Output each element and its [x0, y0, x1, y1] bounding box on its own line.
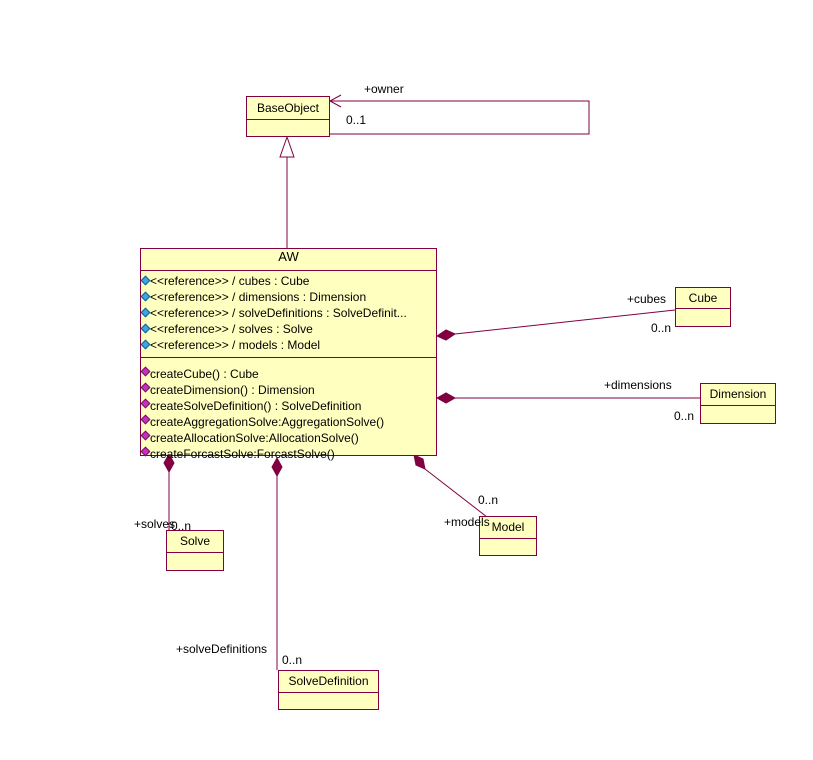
class-model-name: Model [480, 517, 536, 539]
aw-attribute: <<reference>> / models : Model [141, 337, 436, 353]
class-cube-name: Cube [676, 288, 730, 309]
models-composition-diamond [413, 454, 426, 470]
solves-multiplicity-label: 0..n [171, 519, 192, 533]
class-dimension-name: Dimension [701, 384, 775, 406]
cubes-association-line [454, 309, 676, 335]
aw-operation: createAllocationSolve:AllocationSolve() [141, 430, 436, 446]
class-solve-attributes [167, 553, 223, 561]
class-cube-attributes [676, 309, 730, 317]
aw-attribute: <<reference>> / dimensions : Dimension [141, 289, 436, 305]
aw-attribute: <<reference>> / cubes : Cube [141, 273, 436, 289]
owner-self-association-line [330, 100, 590, 135]
class-solve-definition[interactable]: SolveDefinition [278, 670, 379, 710]
cubes-role-label: +cubes [627, 292, 667, 306]
class-solve[interactable]: Solve [166, 530, 224, 571]
class-solve-definition-attributes [279, 693, 378, 701]
aw-operation: createForcastSolve:ForcastSolve() [141, 446, 436, 462]
dimensions-role-label: +dimensions [604, 378, 672, 392]
class-aw-attributes: <<reference>> / cubes : Cube <<reference… [141, 271, 436, 358]
solve-definitions-role-label: +solveDefinitions [176, 642, 268, 656]
dimensions-composition-diamond [435, 392, 457, 404]
cubes-multiplicity-label: 0..n [651, 321, 672, 335]
aw-attribute: <<reference>> / solveDefinitions : Solve… [141, 305, 436, 321]
class-dimension-attributes [701, 406, 775, 414]
models-multiplicity-label: 0..n [478, 493, 499, 507]
solves-role-label: +solves [134, 517, 176, 531]
class-model[interactable]: Model [479, 516, 537, 556]
aw-operation: createDimension() : Dimension [141, 382, 436, 398]
class-dimension[interactable]: Dimension [700, 383, 776, 424]
dimensions-multiplicity-label: 0..n [674, 409, 695, 423]
class-aw-name: AW [141, 249, 436, 271]
aw-operation: createAggregationSolve:AggregationSolve(… [141, 414, 436, 430]
models-association-line [424, 468, 488, 518]
owner-multiplicity-label: 0..1 [346, 113, 367, 127]
generalization-triangle [279, 135, 295, 158]
class-cube[interactable]: Cube [675, 287, 731, 327]
cubes-composition-diamond [435, 329, 457, 341]
class-solve-definition-name: SolveDefinition [279, 671, 378, 693]
class-aw[interactable]: AW <<reference>> / cubes : Cube <<refere… [140, 248, 437, 461]
class-aw-operations: createCube() : Cube createDimension() : … [141, 358, 436, 462]
owner-navigation-arrowhead [328, 94, 342, 108]
solve-definitions-composition-diamond [271, 456, 283, 478]
class-base-object-name: BaseObject [247, 97, 329, 120]
class-base-object[interactable]: BaseObject [246, 96, 330, 137]
class-model-attributes [480, 539, 536, 547]
models-role-label: +models [444, 515, 490, 529]
aw-operation: createCube() : Cube [141, 366, 436, 382]
solves-composition-diamond [163, 452, 175, 474]
owner-role-label: +owner [364, 82, 404, 96]
aw-operation: createSolveDefinition() : SolveDefinitio… [141, 398, 436, 414]
aw-attribute: <<reference>> / solves : Solve [141, 321, 436, 337]
class-solve-name: Solve [167, 531, 223, 553]
solve-definitions-multiplicity-label: 0..n [282, 653, 303, 667]
